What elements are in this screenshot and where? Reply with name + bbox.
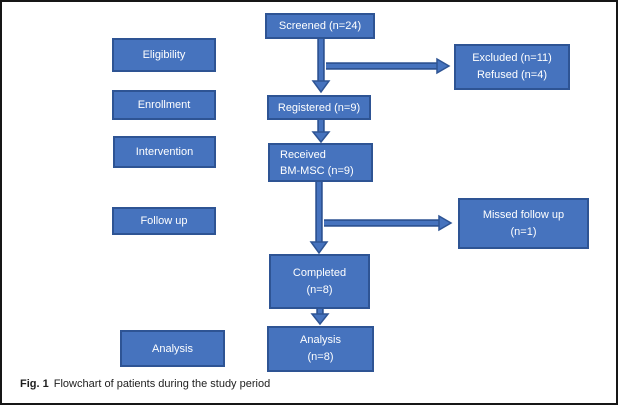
flow-label-missed-line2: (n=1): [510, 225, 537, 238]
flow-label-received-line1: Received: [280, 148, 326, 161]
flow-box-excluded: Excluded (n=11) Refused (n=4): [454, 44, 570, 90]
flow-box-missed-follow-up: Missed follow up (n=1): [458, 198, 589, 249]
flow-box-analysis: Analysis (n=8): [267, 326, 374, 372]
flow-box-received: Received BM-MSC (n=9): [268, 143, 373, 182]
flow-label-excluded-line2: Refused (n=4): [476, 69, 547, 81]
flow-box-registered: Registered (n=9): [267, 95, 371, 120]
flow-label-completed-line1: Completed: [292, 266, 347, 279]
flow-label-completed-line2: (n=8): [306, 283, 333, 296]
figure-caption: Fig. 1 Flowchart of patients during the s…: [20, 378, 270, 390]
stage-label-enrollment: Enrollment: [137, 99, 191, 111]
stage-box-enrollment: Enrollment: [112, 90, 216, 120]
flow-label-analysis-line1: Analysis: [300, 334, 341, 346]
arrow-to-missed-follow-up: [324, 214, 453, 232]
stage-label-follow-up: Follow up: [140, 215, 188, 227]
arrow-registered-to-received: [311, 120, 331, 144]
flow-box-completed: Completed (n=8): [269, 254, 370, 309]
stage-label-eligibility: Eligibility: [142, 49, 186, 61]
arrow-completed-to-analysis: [310, 309, 330, 326]
flow-label-received-line2: BM-MSC (n=9): [280, 164, 354, 177]
stage-label-analysis: Analysis: [152, 342, 193, 355]
flow-label-analysis-line2: (n=8): [307, 351, 334, 363]
arrow-received-to-completed: [309, 182, 329, 255]
flow-label-missed-line1: Missed follow up: [482, 208, 565, 221]
flow-label-screened: Screened (n=24): [278, 20, 362, 32]
arrow-screened-to-registered: [311, 39, 331, 94]
stage-label-intervention: Intervention: [135, 146, 194, 158]
arrow-to-excluded: [326, 57, 451, 75]
stage-box-intervention: Intervention: [113, 136, 216, 168]
flow-box-screened: Screened (n=24): [265, 13, 375, 39]
stage-box-follow-up: Follow up: [112, 207, 216, 235]
stage-box-eligibility: Eligibility: [112, 38, 216, 72]
figure-caption-text: Flowchart of patients during the study p…: [53, 378, 271, 390]
figure-caption-label: Fig. 1: [20, 378, 49, 390]
flow-label-excluded-line1: Excluded (n=11): [472, 52, 552, 64]
flow-label-registered: Registered (n=9): [277, 101, 361, 114]
stage-box-analysis: Analysis: [120, 330, 225, 367]
